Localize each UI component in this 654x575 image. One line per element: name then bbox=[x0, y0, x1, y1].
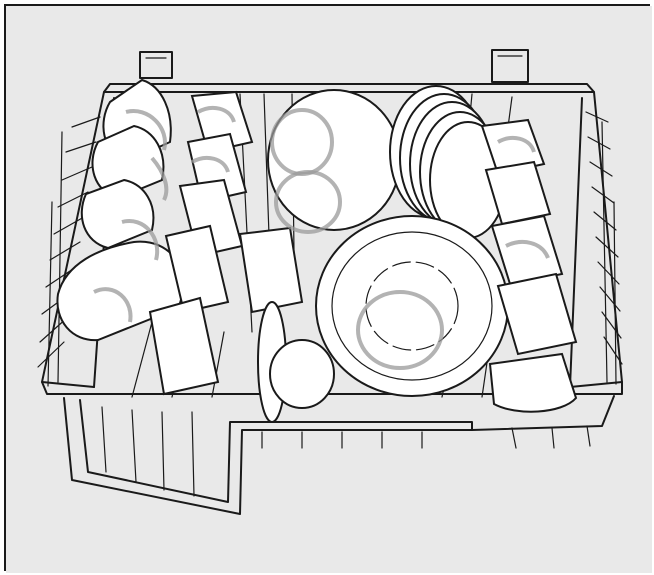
illustration-frame bbox=[4, 4, 652, 573]
bowl-and-saucers bbox=[257, 89, 401, 423]
cups-left-row bbox=[56, 78, 185, 342]
dishwasher-rack-illustration bbox=[6, 6, 652, 573]
glasses-second-row bbox=[148, 90, 304, 396]
plate-stack bbox=[315, 85, 509, 397]
glasses-right-row bbox=[480, 118, 578, 413]
basket-front-rail bbox=[41, 381, 623, 515]
